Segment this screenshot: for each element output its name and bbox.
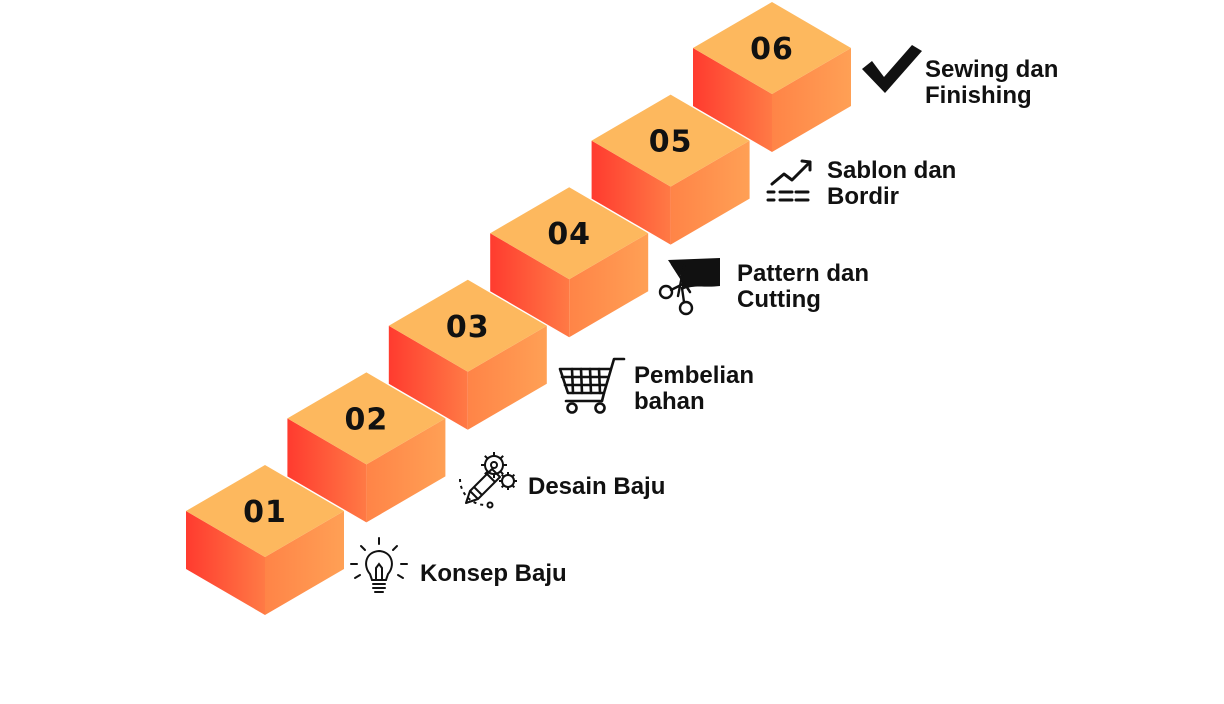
cube-left-face bbox=[186, 511, 265, 615]
cube-top-face bbox=[186, 465, 344, 557]
step-number: 05 bbox=[649, 125, 693, 160]
cube-step: 05 bbox=[591, 94, 750, 245]
step-number: 04 bbox=[547, 217, 591, 252]
step-label: Desain Baju bbox=[528, 473, 665, 500]
cube-step: 03 bbox=[388, 279, 547, 430]
cube-top-face bbox=[388, 279, 547, 372]
step-number: 03 bbox=[446, 310, 490, 345]
growth-chart-icon bbox=[766, 159, 812, 202]
cube-right-face bbox=[569, 233, 649, 338]
cube-step: 01 bbox=[186, 465, 344, 615]
step-number: 06 bbox=[750, 32, 794, 67]
cube-left-face bbox=[287, 418, 367, 523]
step-label: Konsep Baju bbox=[420, 560, 567, 587]
cube-step: 04 bbox=[490, 187, 649, 338]
cube-step: 02 bbox=[287, 372, 446, 523]
cube-left-face bbox=[388, 325, 468, 430]
pencil-gears-icon bbox=[458, 452, 517, 509]
cube-left-face bbox=[591, 140, 671, 245]
cube-top-face bbox=[591, 94, 750, 187]
cube-right-face bbox=[366, 418, 446, 523]
step-number: 01 bbox=[243, 495, 287, 530]
lightbulb-icon bbox=[350, 537, 408, 593]
scissors-fabric-icon bbox=[658, 258, 720, 316]
cube-right-face bbox=[772, 48, 851, 152]
shopping-cart-icon bbox=[558, 357, 626, 414]
cube-right-face bbox=[670, 140, 750, 245]
cube-right-face bbox=[265, 511, 344, 615]
step-number: 02 bbox=[345, 402, 389, 437]
cube-steps: 01 02 03 04 05 06 bbox=[186, 2, 851, 615]
cube-right-face bbox=[467, 325, 547, 430]
cube-step: 06 bbox=[693, 2, 851, 152]
checkmark-icon bbox=[862, 45, 922, 93]
step-icons bbox=[350, 45, 922, 593]
cube-left-face bbox=[490, 233, 570, 338]
cube-top-face bbox=[490, 187, 649, 280]
cube-left-face bbox=[693, 48, 772, 152]
cube-top-face bbox=[287, 372, 446, 465]
cube-top-face bbox=[693, 2, 851, 94]
